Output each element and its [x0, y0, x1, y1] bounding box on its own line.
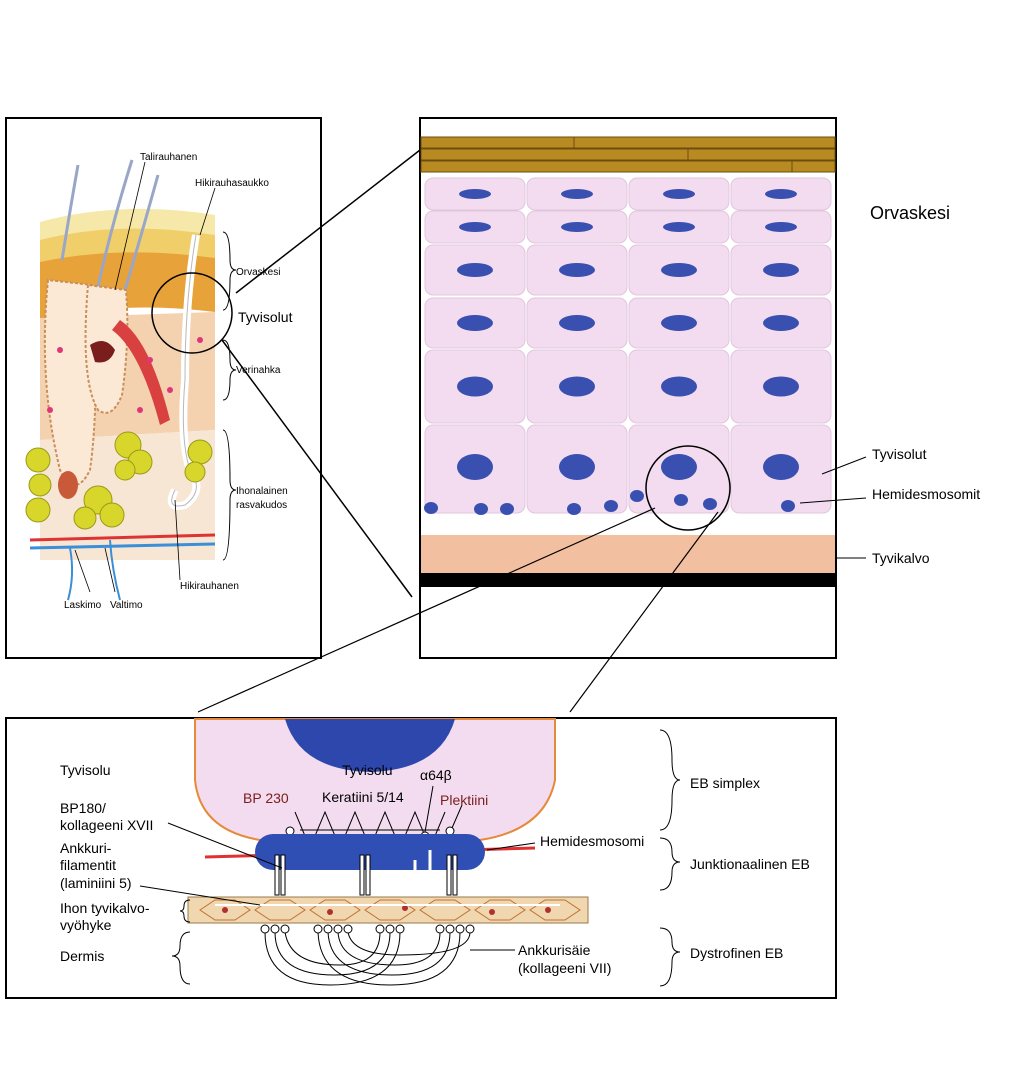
label-bp180-2: kollageeni XVII	[60, 817, 153, 833]
cell-nucleus	[457, 376, 493, 397]
label-ihon-2: vyöhyke	[60, 917, 112, 933]
cell-nucleus	[763, 376, 799, 397]
label-verinahka: Verinahka	[236, 365, 281, 376]
label-tyvisolu-left: Tyvisolu	[60, 762, 111, 778]
hemidesmosome-dot	[630, 490, 644, 502]
label-valtimo: Valtimo	[110, 600, 143, 611]
anchoring-fibrils	[264, 931, 471, 986]
label-dermis: Dermis	[60, 948, 104, 964]
hemidesmosome-dot	[474, 503, 488, 515]
cell-nucleus	[661, 454, 697, 480]
cell-nucleus	[765, 222, 797, 232]
label-tyvikalvo: Tyvikalvo	[872, 550, 930, 566]
cell-nucleus	[661, 263, 697, 277]
basement-membrane-texture	[199, 899, 581, 921]
hemidesmosome-dot	[604, 500, 618, 512]
label-talirauhanen: Talirauhanen	[140, 152, 197, 163]
label-laskimo: Laskimo	[64, 600, 102, 611]
brace-eb-simplex	[659, 729, 681, 831]
zoom-line-bottom	[221, 339, 413, 598]
cell-nucleus	[559, 263, 595, 277]
cell-nucleus	[663, 222, 695, 232]
zoom-line-left	[197, 507, 656, 713]
zoom-line-right	[569, 511, 719, 713]
label-dystrofinen-eb: Dystrofinen EB	[690, 945, 783, 961]
skin-overview-panel: Talirauhanen Hikirauhasaukko Orvaskesi T…	[5, 117, 322, 659]
label-ankkurisaie-1: Ankkurisäie	[518, 942, 591, 958]
label-ankkurisaie-2: (kollageeni VII)	[518, 960, 611, 976]
integrin-hook	[413, 850, 432, 890]
label-ihonalainen-1: Ihonalainen	[236, 486, 288, 497]
cell-nucleus	[763, 454, 799, 480]
cell-nucleus	[459, 222, 491, 232]
label-ankkuri-2: filamentit	[60, 857, 116, 873]
cell-nucleus	[559, 376, 595, 397]
basement-membrane-zone	[187, 896, 589, 924]
anchoring-fibril-ends	[260, 924, 475, 934]
label-plektiini: Plektiini	[440, 792, 488, 808]
cell-nucleus	[661, 376, 697, 397]
cell-nucleus	[765, 189, 797, 199]
cell-nucleus	[559, 454, 595, 480]
hemidesmosome-dot	[781, 500, 795, 512]
label-ihonalainen-2: rasvakudos	[236, 500, 287, 511]
cell-nucleus	[457, 454, 493, 480]
label-hikirauhasaukko: Hikirauhasaukko	[195, 178, 269, 189]
label-tyvisolut-zoom: Tyvisolut	[872, 446, 927, 462]
keratinocyte-grid	[424, 177, 832, 515]
label-ankkuri-1: Ankkuri-	[60, 840, 112, 856]
skin-cross-section-illustration	[25, 159, 233, 601]
label-keratiini: Keratiini 5/14	[322, 789, 404, 805]
dermis-boundary	[421, 573, 835, 587]
label-alpha64beta: α64β	[420, 767, 452, 783]
hemidesmosome-dot	[567, 503, 581, 515]
cell-nucleus	[457, 315, 493, 331]
hemidesmosome-plaque	[255, 834, 485, 870]
label-orvaskesi-zoom: Orvaskesi	[870, 203, 950, 223]
cell-nucleus	[559, 315, 595, 331]
brace-dystrofinen	[659, 927, 681, 987]
keratin-layer	[420, 136, 836, 173]
hemidesmosome-dot	[674, 494, 688, 506]
cell-nucleus	[561, 222, 593, 232]
hemidesmosome-dot	[500, 503, 514, 515]
hemidesmosome-detail-panel: Tyvisolu Tyvisolu BP 230 Keratiini 5/14 …	[5, 717, 837, 999]
cell-nucleus	[459, 189, 491, 199]
label-hemidesmosomit: Hemidesmosomit	[872, 486, 980, 502]
label-bp180-1: BP180/	[60, 800, 106, 816]
hemidesmosome-dot	[424, 502, 438, 514]
label-tyvisolut-overview: Tyvisolut	[238, 309, 293, 325]
cell-nucleus	[663, 189, 695, 199]
cell-nucleus	[763, 263, 799, 277]
label-ankkuri-3: (laminiini 5)	[60, 875, 132, 891]
cell-nucleus	[661, 315, 697, 331]
zoom-line-top	[235, 149, 421, 294]
label-bp230: BP 230	[243, 790, 289, 806]
hemidesmosome-zoom-circle	[645, 445, 731, 531]
brace-junktionaalinen	[659, 837, 681, 891]
label-ihon-1: Ihon tyvikalvo-	[60, 900, 150, 916]
anchoring-filaments	[274, 854, 458, 896]
label-junktionaalinen-eb: Junktionaalinen EB	[690, 856, 810, 872]
epidermis-zoom-panel: Orvaskesi Tyvisolut Hemidesmosomit Tyvik…	[419, 117, 980, 659]
label-orvaskesi-overview: Orvaskesi	[236, 267, 280, 278]
label-eb-simplex: EB simplex	[690, 775, 760, 791]
basement-membrane-band	[421, 535, 835, 573]
cell-nucleus	[561, 189, 593, 199]
label-tyvisolu-cell: Tyvisolu	[342, 762, 393, 778]
cell-nucleus	[457, 263, 493, 277]
label-hikirauhanen: Hikirauhanen	[180, 581, 239, 592]
cell-nucleus	[763, 315, 799, 331]
hemidesmosome-dot	[703, 498, 717, 510]
label-hemidesmosomi: Hemidesmosomi	[540, 833, 644, 849]
basal-cell-nucleus	[285, 719, 455, 772]
